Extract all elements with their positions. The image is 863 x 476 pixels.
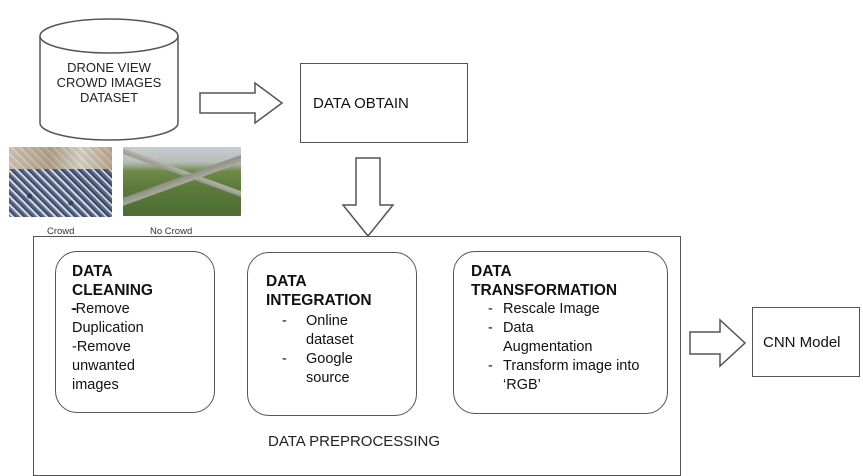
cleaning-step: --Remove [70,301,130,317]
data-obtain-label: DATA OBTAIN [313,94,409,112]
transformation-item: Rescale Image [471,300,656,319]
cleaning-step: Duplication [72,320,144,336]
no-crowd-caption: No Crowd [150,226,193,237]
integration-item: Google source [266,350,376,388]
database-label-line: DRONE VIEW [67,60,151,75]
title-line: DATA [266,273,307,290]
title-line: TRANSFORMATION [471,282,618,299]
diagram-shapes [39,18,747,368]
no-crowd-sample-image [123,147,241,216]
data-integration-card: DATA INTEGRATION Online dataset Google s… [247,252,417,416]
cleaning-step: images [72,377,119,393]
title-line: DATA [72,263,113,280]
arrow-right-icon [199,81,284,125]
title-line: INTEGRATION [266,292,372,309]
integration-item: Online dataset [266,312,376,350]
cnn-model-box: CNN Model [752,307,860,377]
data-cleaning-card: DATA CLEANING --Remove Duplication -Remo… [55,251,215,413]
transformation-item: Data Augmentation [471,319,623,357]
data-transformation-card: DATA TRANSFORMATION Rescale Image Data A… [453,251,668,414]
transformation-item: Transform image into ‘RGB’ [471,357,643,395]
arrow-right-icon [689,318,747,368]
database-label-line: CROWD IMAGES [56,75,162,90]
data-integration-title: DATA INTEGRATION [266,272,416,310]
database-cylinder-icon [39,18,179,141]
data-transformation-title: DATA TRANSFORMATION [471,262,667,300]
data-preprocessing-label: DATA PREPROCESSING [268,433,440,450]
cleaning-step-text: -Remove [70,301,130,317]
title-line: CLEANING [72,282,153,299]
cleaning-step: -Remove [72,339,131,355]
crowd-caption: Crowd [47,226,75,237]
data-obtain-box: DATA OBTAIN [300,63,468,143]
database-label-line: DATASET [79,90,139,105]
database-label: DRONE VIEW CROWD IMAGES DATASET [40,60,178,105]
cleaning-step: unwanted [72,358,135,374]
data-cleaning-title: DATA CLEANING [72,262,214,300]
crowd-sample-image [9,147,112,217]
title-line: DATA [471,263,512,280]
cnn-model-label: CNN Model [763,333,841,351]
arrow-down-icon [341,157,395,238]
